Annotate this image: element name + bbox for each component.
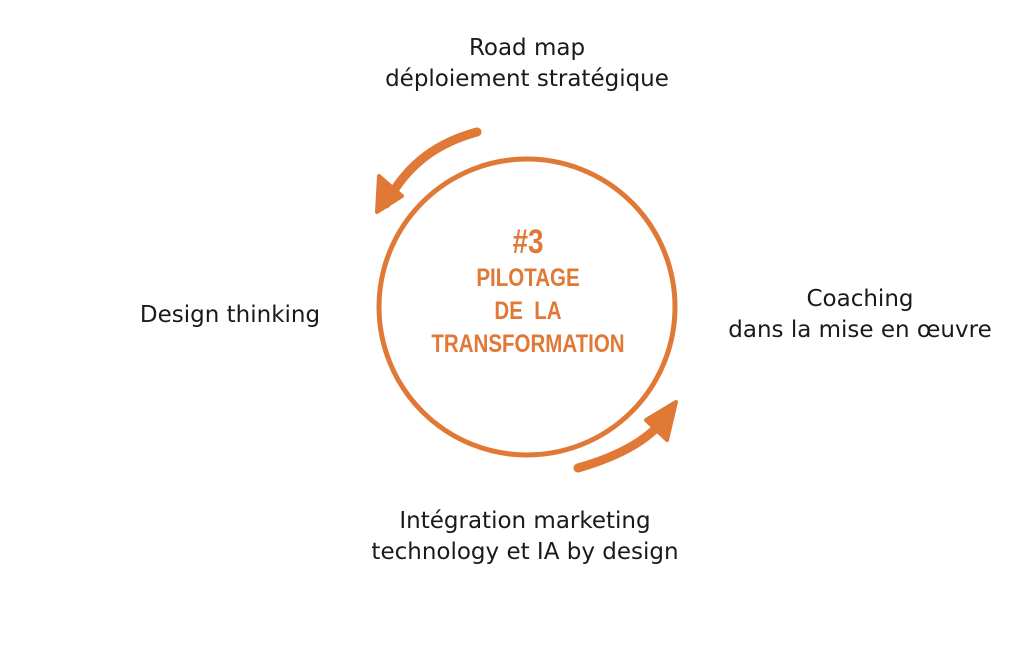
label-design-thinking: Design thinking (110, 300, 350, 331)
label-left-line-1: Design thinking (139, 302, 321, 328)
center-line-1: PILOTAGE (476, 264, 580, 292)
label-bottom-line-2: technology et IA by design (371, 539, 679, 565)
label-right-line-2: dans la mise en œuvre (728, 317, 992, 343)
center-number: #3 (512, 223, 544, 261)
label-integration: Intégration marketing technology et IA b… (300, 506, 750, 568)
label-top-line-1: Road map (468, 35, 586, 61)
label-coaching: Coaching dans la mise en œuvre (700, 284, 1020, 346)
arrow-top-left-head (375, 174, 404, 214)
cycle-circle (376, 156, 678, 458)
arrow-bottom-right-head (644, 400, 678, 442)
center-line-3: TRANSFORMATION (431, 330, 625, 358)
center-title: #3 PILOTAGE DE LA TRANSFORMATION (417, 222, 638, 361)
label-bottom-line-1: Intégration marketing (399, 508, 651, 534)
label-road-map: Road map déploiement stratégique (327, 33, 727, 95)
label-right-line-1: Coaching (806, 286, 914, 312)
center-line-2: DE LA (494, 297, 562, 325)
label-top-line-2: déploiement stratégique (385, 66, 669, 92)
